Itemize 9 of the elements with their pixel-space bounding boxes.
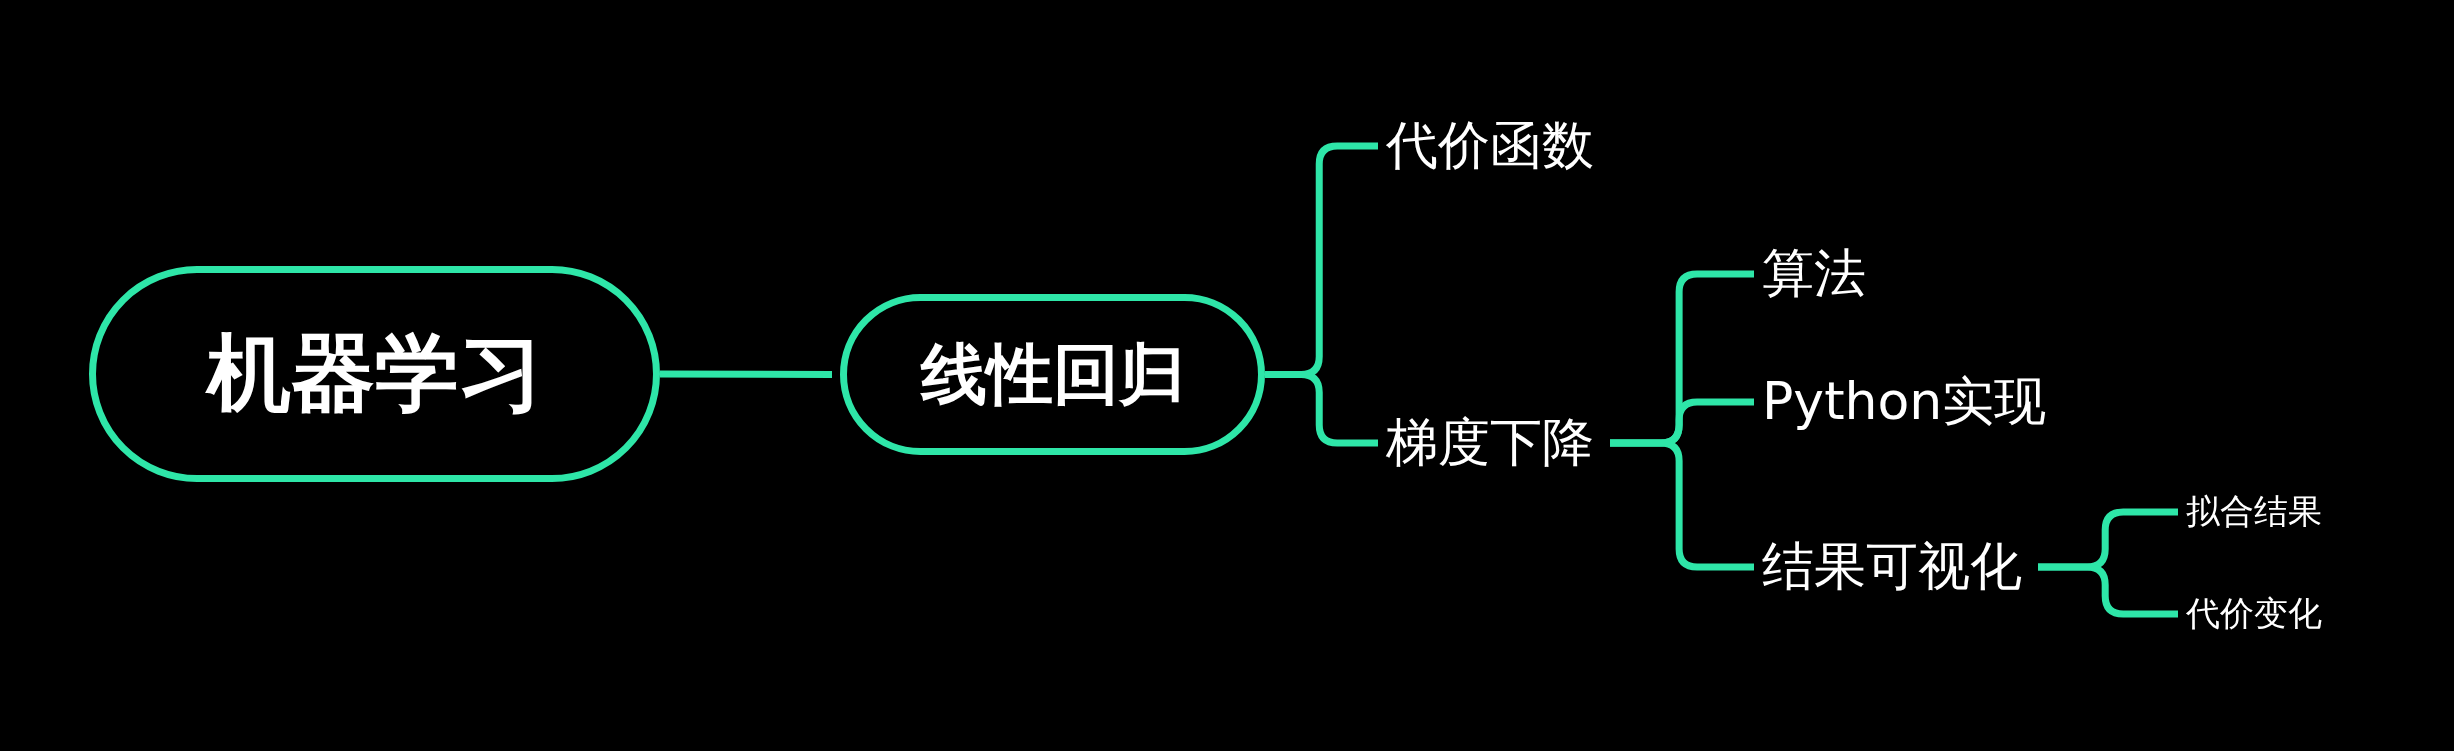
branch-label: 算法 bbox=[1762, 242, 1866, 305]
topic-label: 线性回归 bbox=[920, 334, 1185, 415]
branch-label: Python实现 bbox=[1762, 370, 2047, 433]
branch-label: 拟合结果 bbox=[2186, 490, 2322, 533]
branch-label: 代价函数 bbox=[1386, 114, 1594, 177]
branch-label: 梯度下降 bbox=[1386, 411, 1594, 474]
branch-label: 代价变化 bbox=[2186, 592, 2322, 635]
topic-label: 机器学习 bbox=[206, 323, 543, 424]
branch-label: 结果可视化 bbox=[1762, 535, 2022, 598]
